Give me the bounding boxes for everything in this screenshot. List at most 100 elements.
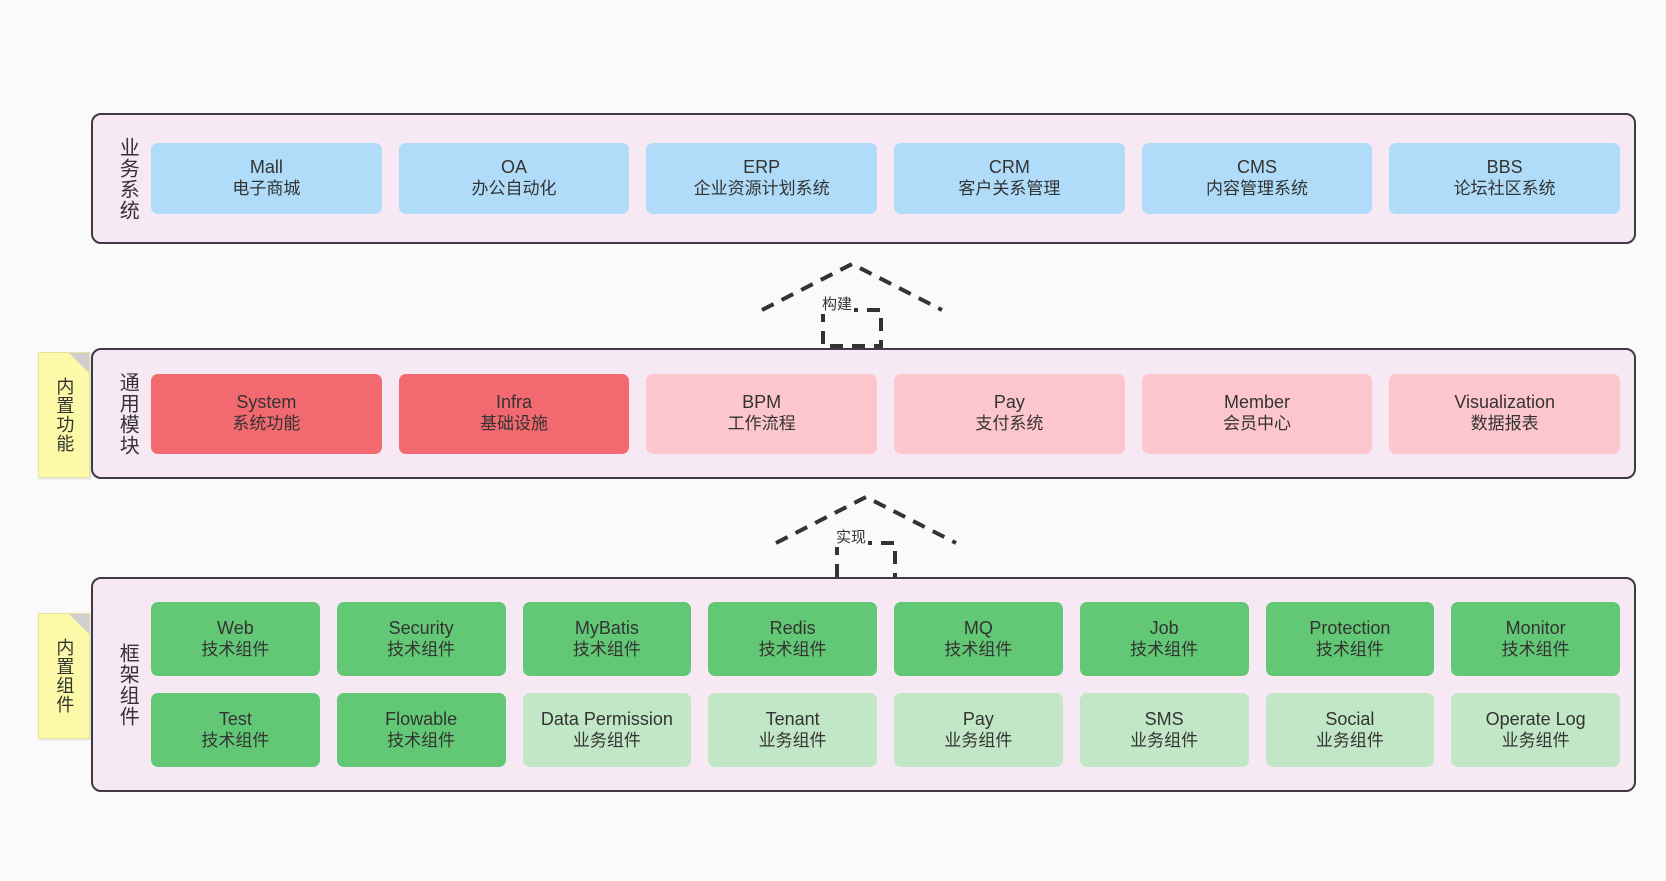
framework-row-1: Web 技术组件 Security 技术组件 MyBatis 技术组件 Redi…	[151, 602, 1620, 676]
box-visualization[interactable]: Visualization 数据报表	[1389, 373, 1621, 454]
box-data-permission-cn: 业务组件	[572, 730, 641, 750]
box-crm[interactable]: CRM 客户关系管理	[894, 143, 1125, 214]
box-flowable[interactable]: Flowable 技术组件	[336, 693, 506, 767]
business-box-row: Mall 电子商城 OA 办公自动化 ERP 企业资源计划系统 CRM 客户关系…	[151, 143, 1621, 214]
box-pay-module-cn: 支付系统	[975, 414, 1044, 434]
box-cms[interactable]: CMS 内容管理系统	[1141, 143, 1373, 214]
framework-box-grid: Web 技术组件 Security 技术组件 MyBatis 技术组件 Redi…	[151, 602, 1620, 767]
box-mq[interactable]: MQ 技术组件	[894, 602, 1063, 676]
box-system-en: System	[236, 392, 297, 413]
box-social[interactable]: Social 业务组件	[1265, 693, 1435, 767]
layer-framework-body: Web 技术组件 Security 技术组件 MyBatis 技术组件 Redi…	[149, 579, 1634, 790]
box-pay-module[interactable]: Pay 支付系统	[894, 373, 1125, 454]
box-mybatis-en: MyBatis	[574, 617, 639, 638]
note-builtin-function[interactable]: 内置功能	[38, 352, 90, 478]
box-bpm-cn: 工作流程	[727, 414, 796, 434]
framework-row-2: Test 技术组件 Flowable 技术组件 Data Permission …	[151, 693, 1620, 767]
box-cms-cn: 内容管理系统	[1206, 179, 1309, 199]
common-box-row: System 系统功能 Infra 基础设施 BPM 工作流程 Pay 支付系统…	[151, 373, 1621, 454]
box-pay-module-en: Pay	[993, 392, 1025, 413]
note-builtin-component[interactable]: 内置组件	[38, 613, 90, 739]
box-protection-en: Protection	[1309, 617, 1391, 638]
box-security-en: Security	[388, 617, 454, 638]
box-erp-cn: 企业资源计划系统	[693, 179, 830, 199]
box-monitor-cn: 技术组件	[1501, 639, 1570, 659]
note-fold-corner-icon	[69, 353, 89, 373]
box-monitor-en: Monitor	[1505, 617, 1566, 638]
box-bbs-en: BBS	[1486, 157, 1523, 178]
box-redis[interactable]: Redis 技术组件	[708, 602, 877, 676]
box-member-cn: 会员中心	[1223, 414, 1292, 434]
box-monitor[interactable]: Monitor 技术组件	[1451, 602, 1620, 676]
box-web-en: Web	[217, 617, 254, 638]
box-tenant-cn: 业务组件	[758, 730, 827, 750]
box-infra-cn: 基础设施	[480, 414, 548, 434]
box-crm-cn: 客户关系管理	[958, 179, 1061, 199]
box-mall[interactable]: Mall 电子商城	[151, 143, 382, 214]
box-job-en: Job	[1149, 617, 1179, 638]
box-operate-log-en: Operate Log	[1485, 708, 1586, 729]
box-crm-en: CRM	[988, 157, 1030, 178]
connector-build: 构建	[757, 258, 947, 348]
box-job[interactable]: Job 技术组件	[1079, 602, 1249, 676]
layer-common-body: System 系统功能 Infra 基础设施 BPM 工作流程 Pay 支付系统…	[149, 350, 1634, 477]
box-data-permission-en: Data Permission	[540, 708, 673, 729]
box-oa[interactable]: OA 办公自动化	[398, 143, 630, 214]
layer-framework-component[interactable]: 框架组件 Web 技术组件 Security 技术组件 MyBatis 技术组件	[91, 577, 1636, 792]
box-mall-cn: 电子商城	[232, 179, 301, 199]
box-oa-cn: 办公自动化	[471, 179, 557, 199]
box-mq-en: MQ	[963, 617, 993, 638]
note-builtin-component-text: 内置组件	[54, 638, 75, 714]
box-test[interactable]: Test 技术组件	[151, 693, 320, 767]
box-infra-en: Infra	[495, 392, 533, 413]
box-visualization-en: Visualization	[1454, 392, 1556, 413]
box-infra[interactable]: Infra 基础设施	[398, 373, 630, 454]
box-bpm[interactable]: BPM 工作流程	[646, 373, 878, 454]
box-protection[interactable]: Protection 技术组件	[1265, 602, 1435, 676]
box-mq-cn: 技术组件	[944, 639, 1013, 659]
box-system[interactable]: System 系统功能	[151, 373, 382, 454]
box-member[interactable]: Member 会员中心	[1141, 373, 1373, 454]
box-flowable-cn: 技术组件	[387, 730, 456, 750]
box-web-cn: 技术组件	[201, 639, 270, 659]
box-protection-cn: 技术组件	[1315, 639, 1384, 659]
box-pay-component-cn: 业务组件	[944, 730, 1013, 750]
box-test-en: Test	[218, 708, 252, 729]
connector-implement-label: 实现	[834, 526, 869, 547]
box-system-cn: 系统功能	[232, 414, 301, 434]
box-pay-component-en: Pay	[962, 708, 994, 729]
layer-business-body: Mall 电子商城 OA 办公自动化 ERP 企业资源计划系统 CRM 客户关系…	[149, 115, 1634, 242]
box-bpm-en: BPM	[742, 392, 782, 413]
layer-business-label: 业务系统	[116, 136, 139, 221]
box-social-cn: 业务组件	[1315, 730, 1384, 750]
layer-framework-label: 框架组件	[116, 642, 139, 727]
box-erp-en: ERP	[743, 157, 781, 178]
box-member-en: Member	[1224, 392, 1291, 413]
box-security-cn: 技术组件	[387, 639, 456, 659]
box-bbs-cn: 论坛社区系统	[1453, 179, 1556, 199]
box-operate-log[interactable]: Operate Log 业务组件	[1451, 693, 1620, 767]
box-sms[interactable]: SMS 业务组件	[1079, 693, 1249, 767]
box-social-en: Social	[1325, 708, 1375, 729]
box-flowable-en: Flowable	[385, 708, 458, 729]
box-pay-component[interactable]: Pay 业务组件	[894, 693, 1063, 767]
layer-business-system[interactable]: 业务系统 Mall 电子商城 OA 办公自动化 ERP 企业资源计划系统 CRM…	[91, 113, 1636, 244]
box-data-permission[interactable]: Data Permission 业务组件	[522, 693, 692, 767]
box-erp[interactable]: ERP 企业资源计划系统	[646, 143, 878, 214]
box-redis-cn: 技术组件	[758, 639, 827, 659]
box-mall-en: Mall	[249, 157, 283, 178]
box-tenant[interactable]: Tenant 业务组件	[708, 693, 877, 767]
layer-common-module[interactable]: 通用模块 System 系统功能 Infra 基础设施 BPM 工作流程 Pay…	[91, 348, 1636, 479]
box-bbs[interactable]: BBS 论坛社区系统	[1389, 143, 1621, 214]
box-test-cn: 技术组件	[201, 730, 270, 750]
box-sms-cn: 业务组件	[1130, 730, 1199, 750]
note-fold-corner-icon	[69, 614, 89, 634]
box-mybatis-cn: 技术组件	[572, 639, 641, 659]
note-builtin-function-text: 内置功能	[54, 377, 75, 453]
connector-build-label: 构建	[820, 293, 855, 314]
box-mybatis[interactable]: MyBatis 技术组件	[522, 602, 692, 676]
box-security[interactable]: Security 技术组件	[336, 602, 506, 676]
box-redis-en: Redis	[769, 617, 816, 638]
box-web[interactable]: Web 技术组件	[151, 602, 320, 676]
box-visualization-cn: 数据报表	[1470, 414, 1539, 434]
